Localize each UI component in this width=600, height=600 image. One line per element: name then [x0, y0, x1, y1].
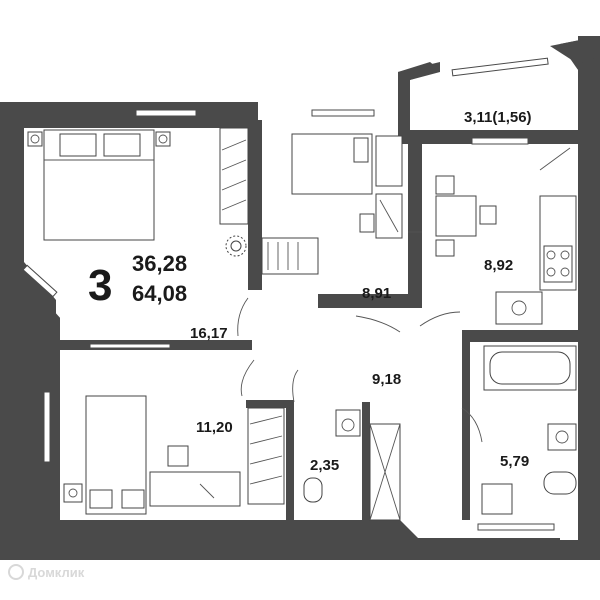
summary-block: 3 36,28 64,08 [88, 251, 187, 310]
walls-overlay [0, 36, 600, 560]
area-bedroom-lower: 11,20 [196, 419, 233, 436]
living-area: 36,28 [132, 251, 187, 276]
windows [22, 57, 555, 531]
furniture [27, 127, 577, 521]
watermark-text: Домклик [28, 565, 85, 580]
area-hallway: 9,18 [372, 371, 401, 388]
area-balcony: 3,11(1,56) [464, 109, 532, 126]
plant-icon [225, 235, 247, 257]
area-kitchen: 8,92 [484, 257, 513, 274]
rooms-count: 3 [88, 261, 112, 310]
area-bedroom-main: 16,17 [190, 325, 228, 342]
area-bedroom-small: 8,91 [362, 285, 391, 302]
total-area: 64,08 [132, 281, 187, 306]
watermark: Домклик [8, 564, 85, 580]
area-toilet: 2,35 [310, 457, 339, 474]
room-labels: 16,17 8,91 8,92 3,11(1,56) 9,18 11,20 2,… [190, 109, 532, 474]
area-bathroom: 5,79 [500, 453, 529, 470]
